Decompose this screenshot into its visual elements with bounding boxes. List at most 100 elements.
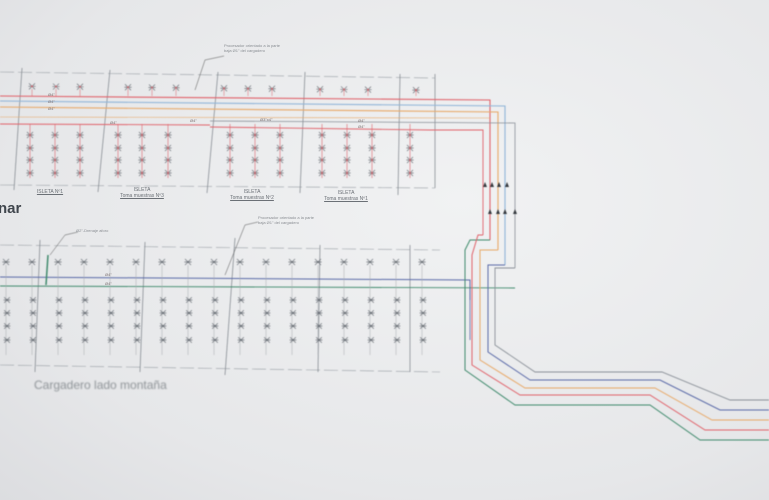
nozzle-dot xyxy=(109,261,111,263)
nozzle-dot xyxy=(79,172,81,174)
nozzle-dot xyxy=(321,134,323,136)
nozzle-dot xyxy=(79,134,81,136)
nozzle-dot xyxy=(136,339,138,341)
island-1-title: ISLETA Nº1 xyxy=(36,189,64,195)
nozzle-dot xyxy=(58,312,60,314)
nozzle-dot xyxy=(54,147,56,149)
nozzle-dot xyxy=(318,339,320,341)
nozzle-dot xyxy=(371,147,373,149)
nozzle-dot xyxy=(321,172,323,174)
nozzle-dot xyxy=(321,159,323,161)
pipe-label: Ø3"x4" xyxy=(260,117,273,122)
nozzle-dot xyxy=(136,312,138,314)
nozzle-dot xyxy=(346,134,348,136)
grid-divider xyxy=(299,71,306,194)
nozzle-dot xyxy=(370,312,372,314)
nozzle-dot xyxy=(229,159,231,161)
nozzle-dot xyxy=(32,312,34,314)
pipe-orange-main xyxy=(0,106,499,250)
nozzle-dot xyxy=(29,159,31,161)
nozzle-dot xyxy=(32,299,34,301)
nozzle-dot xyxy=(239,261,241,263)
nozzle-dot xyxy=(395,261,397,263)
nozzle-dot xyxy=(240,325,242,327)
pipe-label: Ø4" xyxy=(358,118,365,123)
nozzle-dot xyxy=(55,85,57,88)
flow-arrow-icon xyxy=(490,182,494,187)
pipe-navy-main xyxy=(0,276,471,300)
leader-line xyxy=(224,221,259,276)
nozzle-dot xyxy=(141,172,143,174)
nozzle-dot xyxy=(188,299,190,301)
pipe-label: Ø4" xyxy=(48,106,55,111)
flow-arrow-icon xyxy=(513,209,517,214)
nozzle-dot xyxy=(370,299,372,301)
island-4-title: ISLETA xyxy=(337,190,355,196)
nozzle-dot xyxy=(266,299,268,301)
nozzle-dot xyxy=(79,85,81,88)
pipe-label: Ø4" xyxy=(48,92,55,97)
nozzle-dot xyxy=(6,339,8,341)
nozzle-dot xyxy=(175,86,177,89)
nozzle-dot xyxy=(369,261,371,263)
nozzle-dot xyxy=(254,147,256,149)
nozzle-dot xyxy=(31,85,33,88)
nozzle-dot xyxy=(279,159,281,161)
nozzle-dot xyxy=(162,339,164,341)
nozzle-dot xyxy=(422,325,424,327)
nozzle-dot xyxy=(240,312,242,314)
nozzle-dot xyxy=(292,299,294,301)
nozzle-dot xyxy=(167,159,169,161)
pipe-gray-out xyxy=(494,267,769,401)
grid-divider xyxy=(139,241,146,373)
nozzle-dot xyxy=(6,312,8,314)
grid-divider xyxy=(317,244,321,373)
nozzle-dot xyxy=(229,134,231,136)
nozzle-dot xyxy=(254,172,256,174)
nozzle-dot xyxy=(254,134,256,136)
nozzle-dot xyxy=(29,172,31,174)
nozzle-dot xyxy=(110,325,112,327)
nozzle-dot xyxy=(136,325,138,327)
nozzle-dot xyxy=(57,261,59,263)
island-3-title: ISLETA xyxy=(243,189,261,195)
nozzle-dot xyxy=(318,312,320,314)
pipe-orange-thin xyxy=(0,116,491,119)
pipe-red-out xyxy=(471,234,769,431)
nozzle-dot xyxy=(343,261,345,263)
nozzle-dot xyxy=(229,147,231,149)
nozzle-dot xyxy=(110,312,112,314)
frame-top-line-lower xyxy=(0,244,441,251)
nozzle-dot xyxy=(229,172,231,174)
grid-divider xyxy=(13,67,23,191)
nozzle-dot xyxy=(409,134,411,136)
nozzle-dot xyxy=(117,159,119,161)
pipe-red-main xyxy=(0,95,491,240)
nozzle-dot xyxy=(54,134,56,136)
nozzle-dot xyxy=(292,325,294,327)
nozzle-dot xyxy=(167,147,169,149)
nozzle-dot xyxy=(84,325,86,327)
nozzle-dot xyxy=(187,261,189,263)
grid-divider xyxy=(206,71,219,194)
pipe-label: Ø4" xyxy=(358,124,365,129)
nozzle-dot xyxy=(162,299,164,301)
nozzle-dot xyxy=(188,339,190,341)
nozzle-dot xyxy=(409,159,411,161)
nozzle-dot xyxy=(54,172,56,174)
nozzle-dot xyxy=(266,325,268,327)
nozzle-dot xyxy=(292,312,294,314)
nozzle-dot xyxy=(167,134,169,136)
nozzle-dot xyxy=(279,134,281,136)
nozzle-dot xyxy=(346,172,348,174)
nozzle-dot xyxy=(84,339,86,341)
nozzle-dot xyxy=(266,312,268,314)
nozzle-dot xyxy=(344,325,346,327)
nozzle-dot xyxy=(371,134,373,136)
nozzle-dot xyxy=(317,261,319,263)
pipe-label: Ø4" xyxy=(190,118,197,123)
lower-note: Procesador orientado a la parte baja Ø1"… xyxy=(258,215,315,225)
nozzle-dot xyxy=(31,261,33,263)
